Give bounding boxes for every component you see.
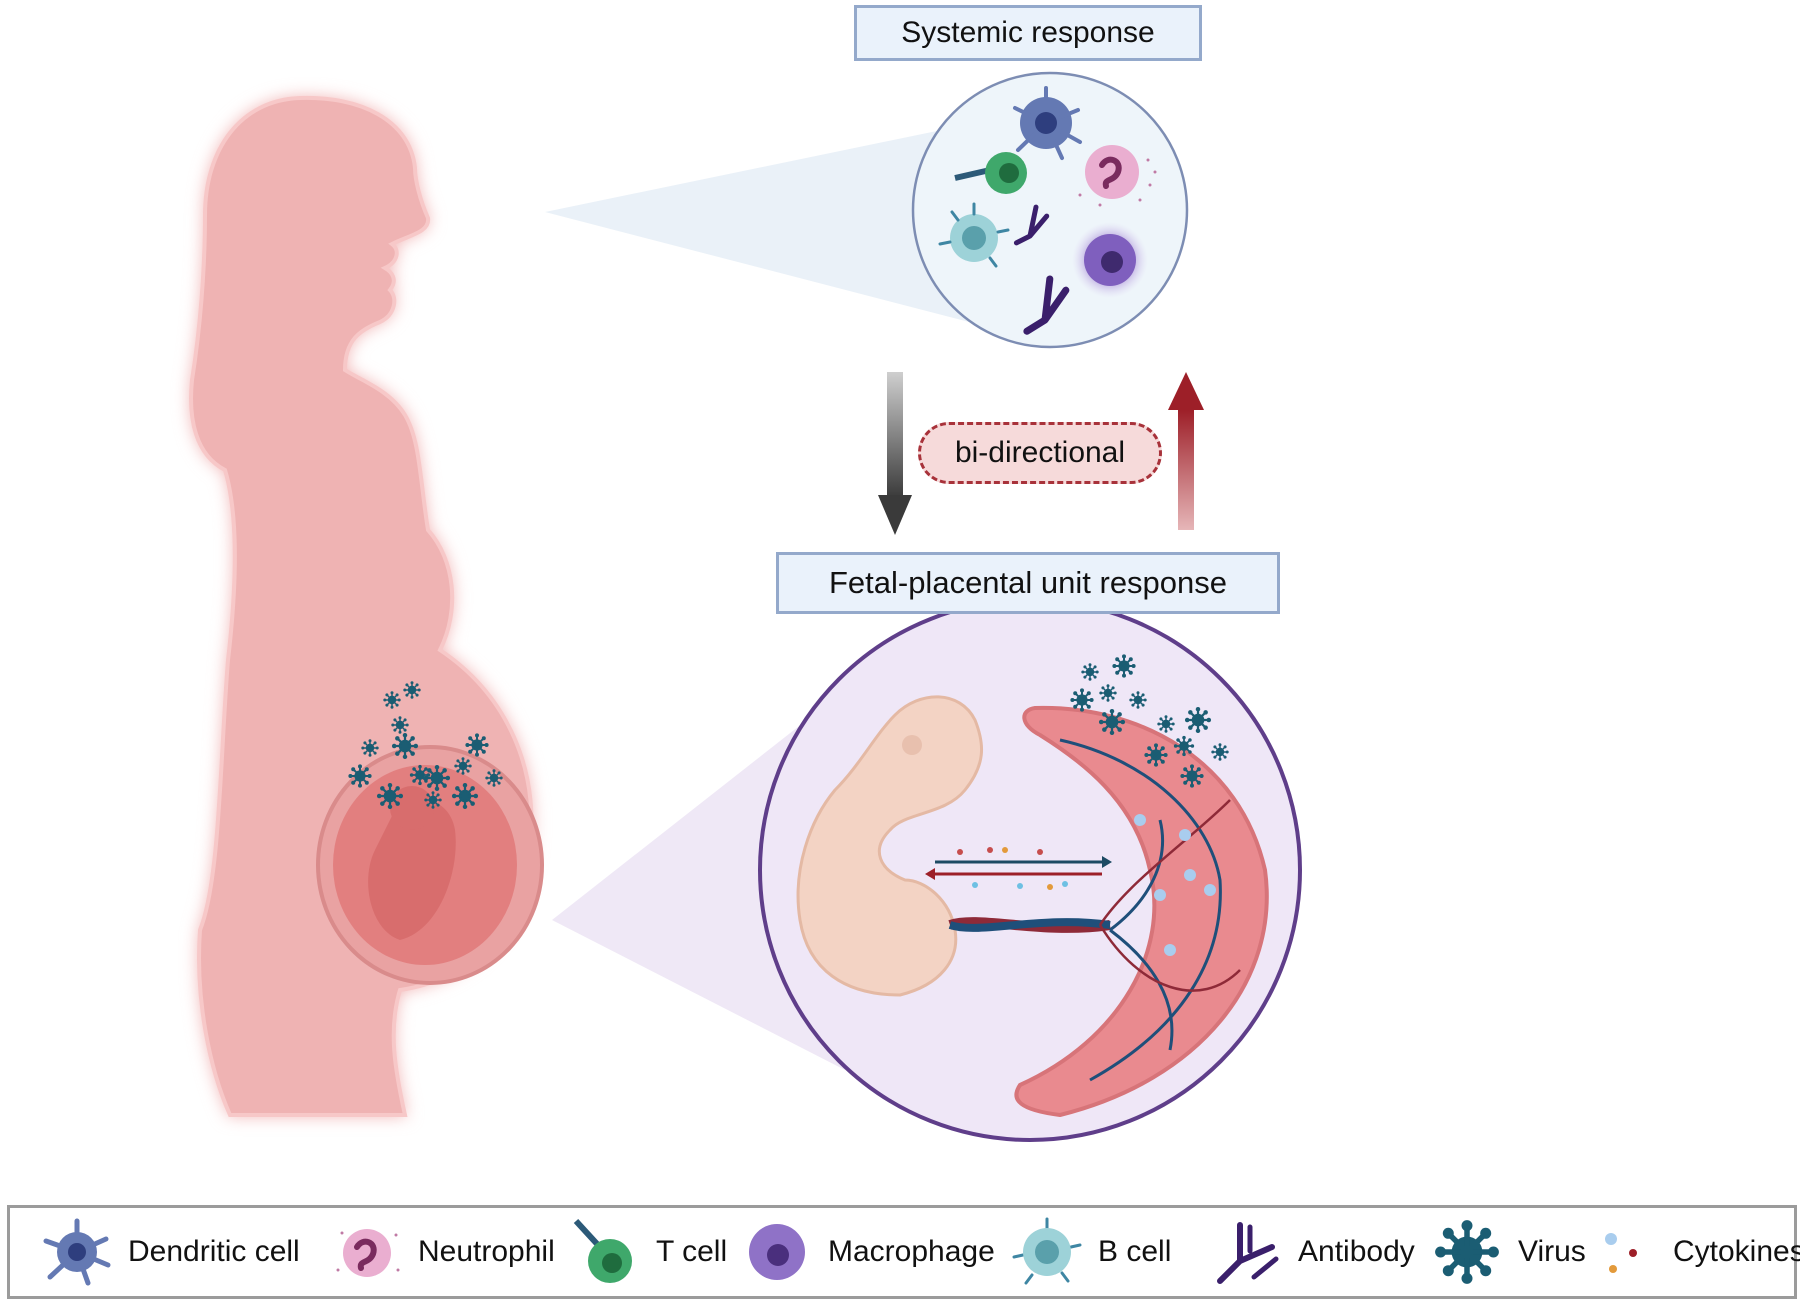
systemic-response-label: Systemic response xyxy=(854,5,1202,61)
systemic-circle xyxy=(911,71,1189,349)
placenta xyxy=(1014,705,1269,1118)
cytokines-icon xyxy=(1605,1233,1637,1273)
legend-item-cytokines: Cytokines xyxy=(1585,1208,1800,1296)
antibody-icon xyxy=(1217,1222,1279,1284)
legend-label: Macrophage xyxy=(828,1235,995,1268)
legend-item-b-cell: B cell xyxy=(1010,1208,1171,1296)
t-cell-icon xyxy=(573,1218,632,1283)
legend-item-antibody: Antibody xyxy=(1210,1208,1415,1296)
exchange-arrows xyxy=(925,847,1112,890)
t-cell-icon xyxy=(954,152,1027,194)
legend-item-neutrophil: Neutrophil xyxy=(330,1208,555,1296)
embryo xyxy=(796,695,984,997)
down-arrow xyxy=(878,372,912,535)
bidirectional-label: bi-directional xyxy=(918,422,1162,484)
uterus xyxy=(316,745,544,985)
zoom-projection-top xyxy=(545,120,1000,330)
up-arrow xyxy=(1168,372,1204,530)
legend-label: Virus xyxy=(1518,1235,1586,1268)
fetal-placental-circle xyxy=(758,598,1302,1142)
legend-item-t-cell: T cell xyxy=(568,1208,727,1296)
legend-item-dendritic-cell: Dendritic cell xyxy=(40,1208,300,1296)
fetal-placental-response-label: Fetal-placental unit response xyxy=(776,552,1280,614)
legend-label: Neutrophil xyxy=(418,1235,555,1268)
b-cell-icon xyxy=(938,202,1010,268)
dendritic-cell-icon xyxy=(43,1218,111,1286)
macrophage-icon xyxy=(1072,222,1148,298)
legend-label: B cell xyxy=(1098,1235,1172,1268)
umbilical-cord xyxy=(948,917,1111,933)
legend: Dendritic cell Neutrophil T cell Macroph… xyxy=(7,1205,1800,1299)
legend-item-virus: Virus xyxy=(1430,1208,1586,1296)
macrophage-icon xyxy=(749,1224,805,1280)
legend-item-macrophage: Macrophage xyxy=(740,1208,995,1296)
legend-label: T cell xyxy=(656,1235,728,1268)
b-cell-icon xyxy=(1012,1217,1082,1285)
legend-label: Dendritic cell xyxy=(128,1235,300,1268)
legend-label: Cytokines xyxy=(1673,1235,1800,1268)
dendritic-cell-icon xyxy=(1013,86,1082,160)
legend-label: Antibody xyxy=(1298,1235,1415,1268)
virus-icon xyxy=(1430,1215,1504,1289)
neutrophil-icon xyxy=(336,1229,400,1277)
neutrophil-icon xyxy=(1078,145,1157,207)
